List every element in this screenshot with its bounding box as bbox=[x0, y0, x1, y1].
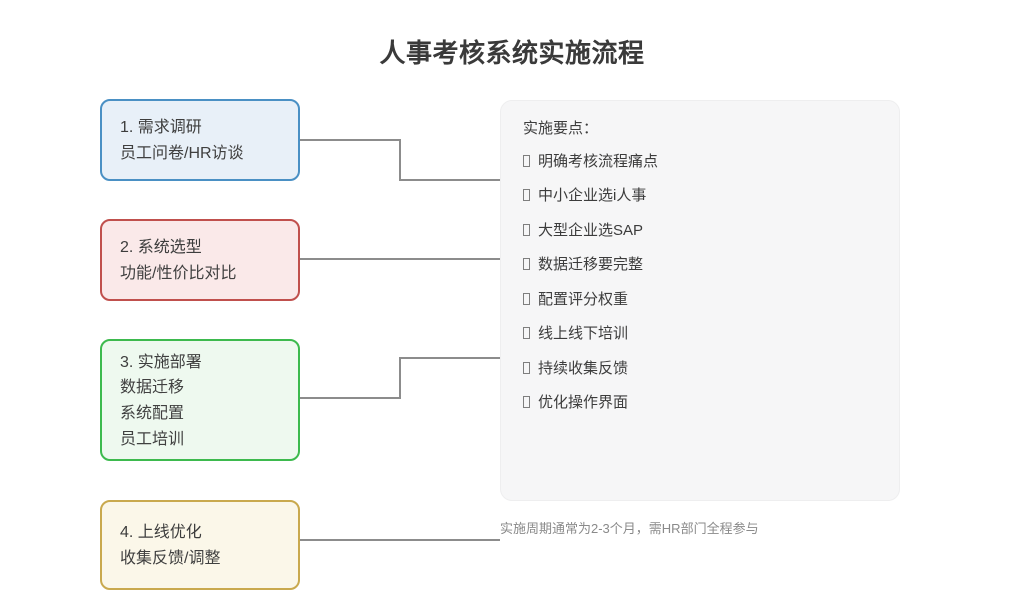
list-item-label: 线上线下培训 bbox=[538, 325, 629, 342]
stage-detail: 数据迁移 bbox=[120, 379, 185, 397]
tofu-bullet-icon bbox=[523, 327, 530, 339]
stage-title: 1. 需求调研 bbox=[120, 119, 202, 137]
connector-stage-3 bbox=[300, 357, 500, 399]
tofu-bullet-icon bbox=[523, 258, 530, 270]
list-item-label: 数据迁移要完整 bbox=[538, 256, 644, 273]
tofu-bullet-icon bbox=[523, 154, 530, 167]
tofu-bullet-icon bbox=[523, 396, 530, 408]
stage-title: 3. 实施部署 bbox=[120, 353, 202, 371]
stage-detail: 功能/性价比对比 bbox=[120, 265, 237, 282]
tofu-bullet-icon bbox=[523, 189, 530, 201]
list-item: 大型企业选SAP bbox=[523, 221, 877, 241]
list-item: 线上线下培训 bbox=[523, 324, 877, 344]
list-item: 中小企业选i人事 bbox=[523, 186, 877, 206]
stage-detail-3: 员工培训 bbox=[120, 430, 185, 448]
list-item-label: 大型企业选SAP bbox=[538, 221, 644, 239]
list-item: 持续收集反馈 bbox=[523, 359, 877, 379]
footer-note: 实施周期通常为2-3个月，需HR部门全程参与 bbox=[500, 521, 759, 536]
list-item: 数据迁移要完整 bbox=[523, 255, 877, 275]
tofu-bullet-icon bbox=[523, 361, 530, 374]
list-item: 明确考核流程痛点 bbox=[523, 152, 877, 172]
page-title: 人事考核系统实施流程 bbox=[379, 38, 645, 68]
stage-detail: 收集反馈/调整 bbox=[120, 550, 221, 567]
stage-title: 2. 系统选型 bbox=[120, 239, 202, 257]
implementation-points-list: 明确考核流程痛点 中小企业选i人事 大型企业选SAP 数据迁移要完整 配置评分权… bbox=[523, 152, 877, 413]
list-item-label: 配置评分权重 bbox=[538, 290, 629, 308]
list-item-label: 中小企业选i人事 bbox=[538, 187, 647, 204]
tofu-bullet-icon bbox=[523, 223, 530, 236]
stage-detail: 员工问卷/HR访谈 bbox=[120, 145, 244, 162]
tofu-bullet-icon bbox=[523, 292, 530, 305]
list-item-label: 优化操作界面 bbox=[538, 394, 629, 411]
stage-box-deployment[interactable]: 3. 实施部署 数据迁移 系统配置 员工培训 bbox=[100, 339, 300, 461]
panel-heading: 实施要点： bbox=[523, 120, 599, 137]
stage-title: 4. 上线优化 bbox=[120, 524, 202, 542]
list-item-label: 持续收集反馈 bbox=[538, 359, 629, 377]
diagram-canvas: 人事考核系统实施流程 1. 需求调研 员工问卷/HR访谈 2. 系统选型 功能/… bbox=[100, 38, 900, 590]
list-item-label: 明确考核流程痛点 bbox=[538, 152, 659, 170]
stage-detail-2: 系统配置 bbox=[120, 405, 185, 422]
list-item: 配置评分权重 bbox=[523, 290, 877, 310]
stage-box-requirements[interactable]: 1. 需求调研 员工问卷/HR访谈 bbox=[100, 99, 300, 181]
stage-box-golive-optimization[interactable]: 4. 上线优化 收集反馈/调整 bbox=[100, 500, 300, 590]
implementation-points-panel: 实施要点： 明确考核流程痛点 中小企业选i人事 大型企业选SAP 数据迁移要完整… bbox=[500, 100, 900, 501]
connector-stage-1 bbox=[300, 139, 500, 181]
stage-box-system-selection[interactable]: 2. 系统选型 功能/性价比对比 bbox=[100, 219, 300, 301]
list-item: 优化操作界面 bbox=[523, 393, 877, 413]
